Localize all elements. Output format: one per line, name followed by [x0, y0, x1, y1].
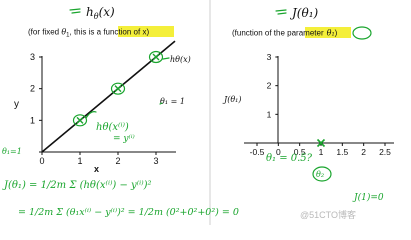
arrow-to-point: [85, 111, 97, 119]
theta-note: θ₁ = 1: [160, 97, 185, 106]
theta-circle-label: θ₂: [316, 170, 324, 179]
data-point-1: [110, 82, 126, 95]
left-x-tick-label-3: 3: [153, 156, 158, 166]
right-title: J(θ₁): [275, 6, 319, 20]
left-title-arg: (x): [99, 5, 115, 19]
left-subtitle-prefix: (for fixed: [28, 28, 61, 37]
data-point-cross-0: [76, 116, 84, 124]
right-subtitle-highlight-bg: [305, 27, 351, 38]
left-y-tick-label-2: 2: [30, 84, 35, 94]
lecture-slide: hθ(x) (for fixed θ1, this is a function …: [2, 0, 394, 225]
svg-text:hθ(x): hθ(x): [86, 5, 115, 21]
data-point-circle-0: [72, 114, 88, 127]
handwritten-derivation: J(θ₁) = 1/2m Σ (hθ(x⁽ⁱ⁾) − y⁽ⁱ⁾)² = 1/2m…: [2, 180, 239, 218]
left-x-tick-label-1: 1: [77, 156, 82, 166]
right-x-tick-label-2: 0.5: [294, 147, 306, 157]
right-y-tick-label-2: 2: [267, 81, 272, 91]
left-y-tick-label-3: 3: [30, 52, 35, 62]
left-subtitle: (for fixed θ1, this is a function of x): [28, 28, 149, 39]
theta-note-mark: [159, 102, 163, 105]
handwritten-annotations-left: hθ(x⁽ⁱ⁾) = y⁽ⁱ⁾ θ₁=1 x: [2, 57, 170, 174]
j-derivation-line2: = 1/2m Σ (θ₁x⁽ⁱ⁾ − y⁽ⁱ⁾)² = 1/2m (0²+0²+…: [18, 207, 239, 218]
left-subtitle-theta: θ: [61, 28, 66, 37]
slide-canvas: hθ(x) (for fixed θ1, this is a function …: [2, 0, 394, 225]
left-subtitle-mid: , this is a: [70, 28, 104, 37]
right-x-tick-label-4: 1.5: [336, 147, 348, 157]
h-annotation-1: hθ(x⁽ⁱ⁾): [96, 122, 129, 133]
left-x-tick-label-2: 2: [115, 156, 120, 166]
left-subtitle-sub: 1: [66, 33, 70, 39]
right-subtitle-prefix: (function of the: [232, 29, 287, 38]
right-subtitle-highlight: parameter: [287, 29, 324, 38]
line-label: hθ(x): [170, 55, 191, 64]
left-title: hθ(x): [69, 5, 115, 21]
data-point-0: [72, 114, 88, 127]
left-title-sub: θ: [94, 12, 99, 21]
left-subtitle-suffix: ): [146, 28, 149, 37]
left-title-fn: h: [86, 5, 94, 19]
data-point-cross-2: [152, 53, 160, 61]
j-derivation-line1: J(θ₁) = 1/2m Σ (hθ(x⁽ⁱ⁾) − y⁽ⁱ⁾)²: [2, 180, 152, 191]
theta-circle-below: [312, 166, 332, 182]
left-y-axis-label: y: [14, 99, 19, 110]
right-x-tick-label-3: 1: [319, 147, 324, 157]
j-right-handwritten: J(1)=0: [352, 192, 384, 203]
right-title-text: J(θ₁): [289, 6, 319, 20]
left-y-tick-label-1: 1: [30, 115, 35, 125]
cost-point-0: [316, 138, 326, 148]
theta-one-handwritten: θ₁=1: [2, 147, 22, 156]
watermark: @51CTO博客: [300, 209, 356, 220]
title-bullet-right: [275, 9, 287, 15]
data-point-2: [148, 50, 164, 64]
right-y-tick-label-3: 3: [267, 52, 272, 62]
handwritten-annotations-right: θ₂ θ₁ = 0.5? J(1)=0: [266, 153, 384, 203]
right-x-tick-label-6: 2.5: [379, 147, 391, 157]
left-subtitle-highlight: function of x: [103, 28, 146, 37]
data-point-circle-1: [110, 82, 126, 95]
right-x-tick-label-1: 0: [276, 147, 281, 157]
data-point-circle-2: [148, 50, 164, 64]
left-subtitle-highlight-bg: [118, 26, 174, 37]
theta-circle-title: [352, 26, 372, 40]
data-point-cross-1: [114, 85, 122, 93]
hypothesis-chart: y 0 1 2 3 1 2 3: [14, 40, 176, 166]
right-y-axis-label: J(θ₁): [222, 95, 241, 104]
cost-chart: J(θ₁) -0.5 0 0.5 1 1.5 2 2.5 1 2 3: [222, 52, 394, 157]
right-subtitle-theta: θ₁: [327, 29, 335, 38]
line-label-bullet: [162, 57, 170, 60]
theta-equation: θ₁ = 0.5?: [266, 153, 313, 164]
h-annotation-2: = y⁽ⁱ⁾: [113, 133, 135, 144]
right-y-tick-label-1: 1: [267, 109, 272, 119]
left-x-tick-label-0: 0: [39, 156, 44, 166]
title-bullet-left: [69, 8, 81, 14]
right-subtitle-suffix: ): [335, 29, 338, 38]
right-x-tick-label-5: 2: [361, 147, 366, 157]
x-handwritten: x: [94, 164, 99, 174]
right-x-tick-label-0: -0.5: [250, 147, 265, 157]
